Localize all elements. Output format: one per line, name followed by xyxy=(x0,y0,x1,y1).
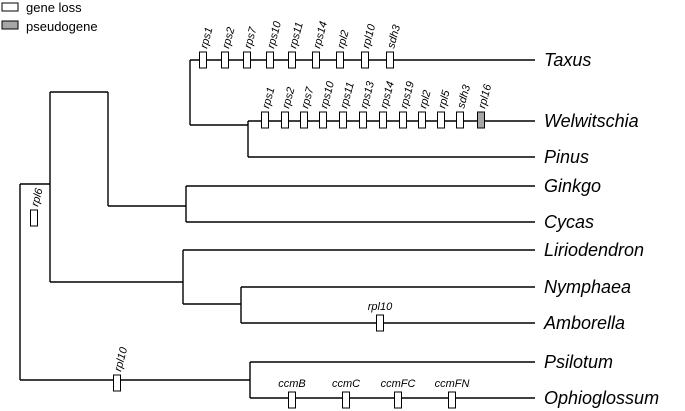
gene-label-taxus-rps11: rps11 xyxy=(287,21,306,50)
taxon-label-pinus: Pinus xyxy=(544,147,589,167)
gene-label-taxus-rps1: rps1 xyxy=(198,26,215,50)
taxon-label-ophioglossum: Ophioglossum xyxy=(544,388,659,408)
gene-label-welwitschia-rpl16: rpl16 xyxy=(476,82,494,110)
taxon-label-welwitschia: Welwitschia xyxy=(544,111,639,131)
gene-loss-marker-welwitschia-rps11 xyxy=(339,111,347,129)
gene-loss-marker-taxus-rpl2 xyxy=(336,51,344,69)
gene-label-taxus-rps14: rps14 xyxy=(311,20,330,50)
gene-loss-marker-taxus-rps2 xyxy=(221,51,229,69)
gene-loss-marker-taxus-rps1 xyxy=(199,51,207,69)
gene-label-welwitschia-rps14: rps14 xyxy=(378,80,397,110)
gene-label-ophioglossum-ccmFN: ccmFN xyxy=(435,378,470,390)
gene-label-welwitschia-rps10: rps10 xyxy=(318,79,337,110)
gene-loss-marker-taxus-sdh3 xyxy=(386,51,394,69)
gene-loss-marker-welwitschia-rpl5 xyxy=(437,111,445,129)
gene-label-ophioglossum-ccmB: ccmB xyxy=(278,378,306,390)
gene-label-welwitschia-rpl5: rpl5 xyxy=(436,88,453,110)
gene-loss-swatch xyxy=(1,2,19,12)
taxon-label-nymphaea: Nymphaea xyxy=(544,277,631,297)
gene-loss-marker-welwitschia-sdh3 xyxy=(456,111,464,129)
gene-label-root_gymno_angio-rpl6: rpl6 xyxy=(29,186,46,208)
gene-loss-marker-taxus-rps10 xyxy=(266,51,274,69)
gene-label-ophioglossum-ccmC: ccmC xyxy=(332,378,360,390)
gene-loss-marker-welwitschia-rps13 xyxy=(359,111,367,129)
gene-label-ophioglossum-ccmFC: ccmFC xyxy=(381,378,416,390)
gene-loss-marker-welwitschia-rps2 xyxy=(281,111,289,129)
gene-label-taxus-sdh3: sdh3 xyxy=(385,23,403,50)
gene-loss-marker-taxus-rps7 xyxy=(243,51,251,69)
taxon-label-liriodendron: Liriodendron xyxy=(544,240,644,260)
gene-loss-marker-welwitschia-rps10 xyxy=(319,111,327,129)
gene-label-welwitschia-rps13: rps13 xyxy=(358,79,377,110)
gene-label-welwitschia-rps1: rps1 xyxy=(260,86,277,110)
taxon-label-amborella: Amborella xyxy=(543,313,625,333)
legend: gene loss pseudogene xyxy=(1,0,98,34)
gene-loss-marker-taxus-rps14 xyxy=(312,51,320,69)
gene-loss-marker-taxus-rpl10 xyxy=(361,51,369,69)
gene-label-taxus-rps2: rps2 xyxy=(220,26,237,50)
gene-loss-marker-ophioglossum-ccmFC xyxy=(394,391,402,409)
gene-loss-marker-welwitschia-rps14 xyxy=(379,111,387,129)
taxon-label-cycas: Cycas xyxy=(544,212,594,232)
gene-label-welwitschia-rps11: rps11 xyxy=(338,81,357,110)
pseudogene-legend-label: pseudogene xyxy=(26,19,98,34)
gene-label-taxus-rpl10: rpl10 xyxy=(360,22,378,50)
gene-label-taxus-rps7: rps7 xyxy=(242,25,259,50)
gene-loss-legend-label: gene loss xyxy=(26,0,82,15)
gene-loss-marker-welwitschia-rpl2 xyxy=(418,111,426,129)
taxon-label-psilotum: Psilotum xyxy=(544,352,613,372)
gene-label-welwitschia-rps19: rps19 xyxy=(398,80,417,110)
gene-loss-marker-ophioglossum-ccmFN xyxy=(448,391,456,409)
gene-label-welwitschia-rpl2: rpl2 xyxy=(417,89,433,110)
taxon-label-taxus: Taxus xyxy=(544,50,591,70)
taxon-labels: Taxus Welwitschia Pinus Ginkgo Cycas Lir… xyxy=(543,50,659,408)
gene-label-amborella-rpl10: rpl10 xyxy=(368,301,393,313)
tree-branches xyxy=(19,59,535,399)
gene-loss-marker-welwitschia-rps7 xyxy=(300,111,308,129)
gene-loss-marker-ophioglossum-ccmC xyxy=(342,391,350,409)
pseudogene-marker-welwitschia-rpl16 xyxy=(477,111,485,129)
gene-label-welwitschia-rps2: rps2 xyxy=(280,86,297,110)
gene-loss-marker-root_gymno_angio-rpl6 xyxy=(30,209,38,227)
pseudogene-swatch xyxy=(1,20,19,30)
gene-label-seed_plants_vs_ferns-rpl10: rpl10 xyxy=(112,345,130,373)
gene-label-welwitschia-sdh3: sdh3 xyxy=(455,83,473,110)
gene-label-welwitschia-rps7: rps7 xyxy=(299,85,316,110)
gene-label-taxus-rpl2: rpl2 xyxy=(335,29,351,50)
gene-loss-marker-welwitschia-rps19 xyxy=(399,111,407,129)
gene-label-taxus-rps10: rps10 xyxy=(265,19,284,50)
gene-loss-marker-seed_plants_vs_ferns-rpl10 xyxy=(113,374,121,392)
taxon-label-ginkgo: Ginkgo xyxy=(544,176,601,196)
gene-loss-marker-amborella-rpl10 xyxy=(376,314,384,332)
gene-loss-marker-taxus-rps11 xyxy=(288,51,296,69)
gene-loss-marker-welwitschia-rps1 xyxy=(261,111,269,129)
gene-loss-marker-ophioglossum-ccmB xyxy=(288,391,296,409)
